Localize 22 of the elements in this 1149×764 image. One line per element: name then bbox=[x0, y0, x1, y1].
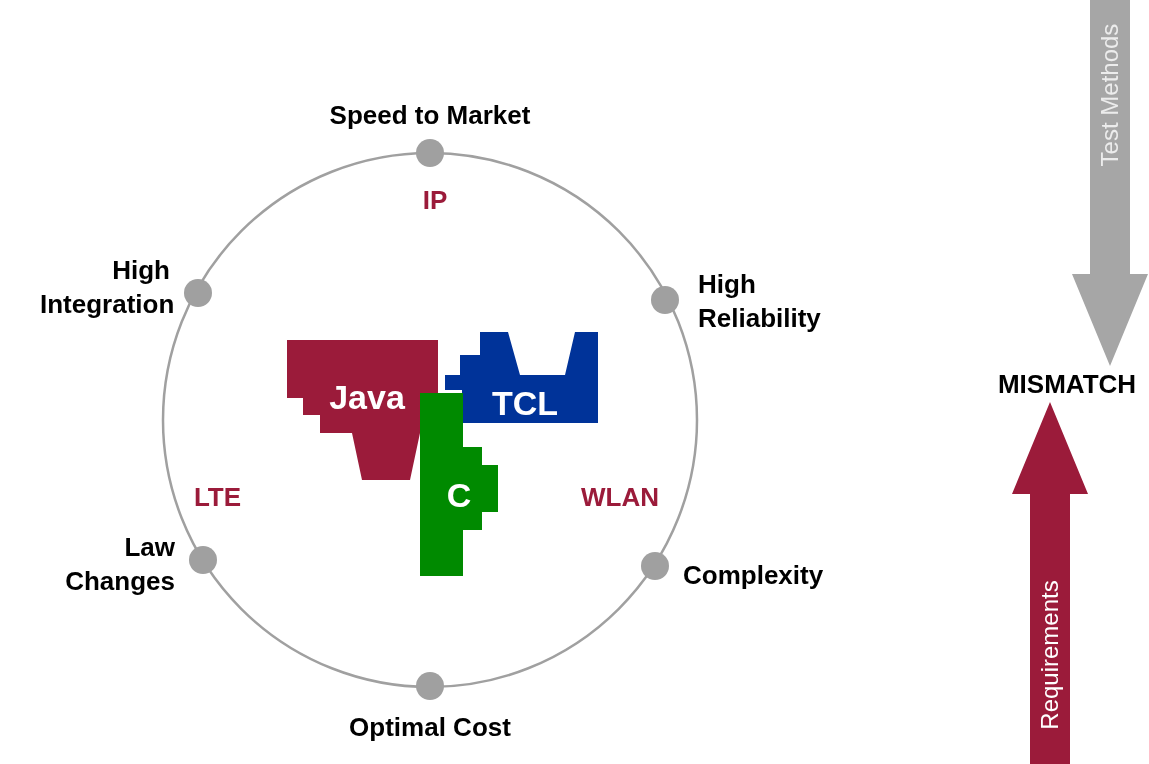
block-arrow bbox=[1072, 0, 1148, 366]
block-arrow bbox=[1012, 402, 1088, 764]
arrow-label: Requirements bbox=[1035, 579, 1064, 732]
piece-label: TCL bbox=[490, 384, 560, 422]
region-label: WLAN bbox=[580, 481, 660, 514]
piece-label: Java bbox=[328, 378, 406, 416]
axis-label: Law Changes bbox=[64, 531, 175, 598]
axis-label: Speed to Market bbox=[328, 99, 532, 132]
dot-marker bbox=[641, 552, 669, 580]
region-label: LTE bbox=[192, 481, 243, 514]
dot-marker bbox=[416, 672, 444, 700]
region-label: IP bbox=[421, 184, 449, 217]
axis-label: Complexity bbox=[683, 559, 825, 592]
piece-label: C bbox=[445, 476, 473, 514]
node-text: MISMATCH bbox=[997, 368, 1137, 401]
dot-marker bbox=[416, 139, 444, 167]
axis-label: Optimal Cost bbox=[348, 711, 512, 744]
dot-marker bbox=[189, 546, 217, 574]
arrow-label: Test Methods bbox=[1095, 22, 1124, 169]
dot-marker bbox=[651, 286, 679, 314]
axis-label: High Reliability bbox=[698, 268, 822, 335]
dot-marker bbox=[184, 279, 212, 307]
